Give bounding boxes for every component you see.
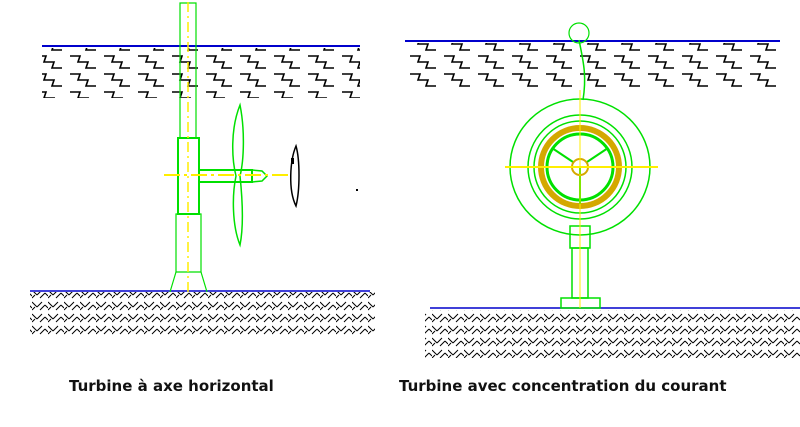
caption-current-concentration: Turbine avec concentration du courant xyxy=(399,377,727,395)
horizontal-axis-turbine xyxy=(30,2,375,337)
caption-horizontal-axis: Turbine à axe horizontal xyxy=(69,377,274,395)
rotation-arrow-icon xyxy=(290,143,300,209)
seabed-hatch xyxy=(30,292,375,337)
water-surface-hatch xyxy=(402,43,780,91)
seabed-hatch xyxy=(425,310,800,358)
dot xyxy=(356,189,358,191)
rotor-blade xyxy=(231,102,245,248)
arrow-head xyxy=(291,158,294,164)
ducted-turbine xyxy=(402,22,800,358)
water-surface-hatch xyxy=(42,48,360,98)
buoy-cable xyxy=(568,22,590,101)
tower xyxy=(169,2,208,293)
